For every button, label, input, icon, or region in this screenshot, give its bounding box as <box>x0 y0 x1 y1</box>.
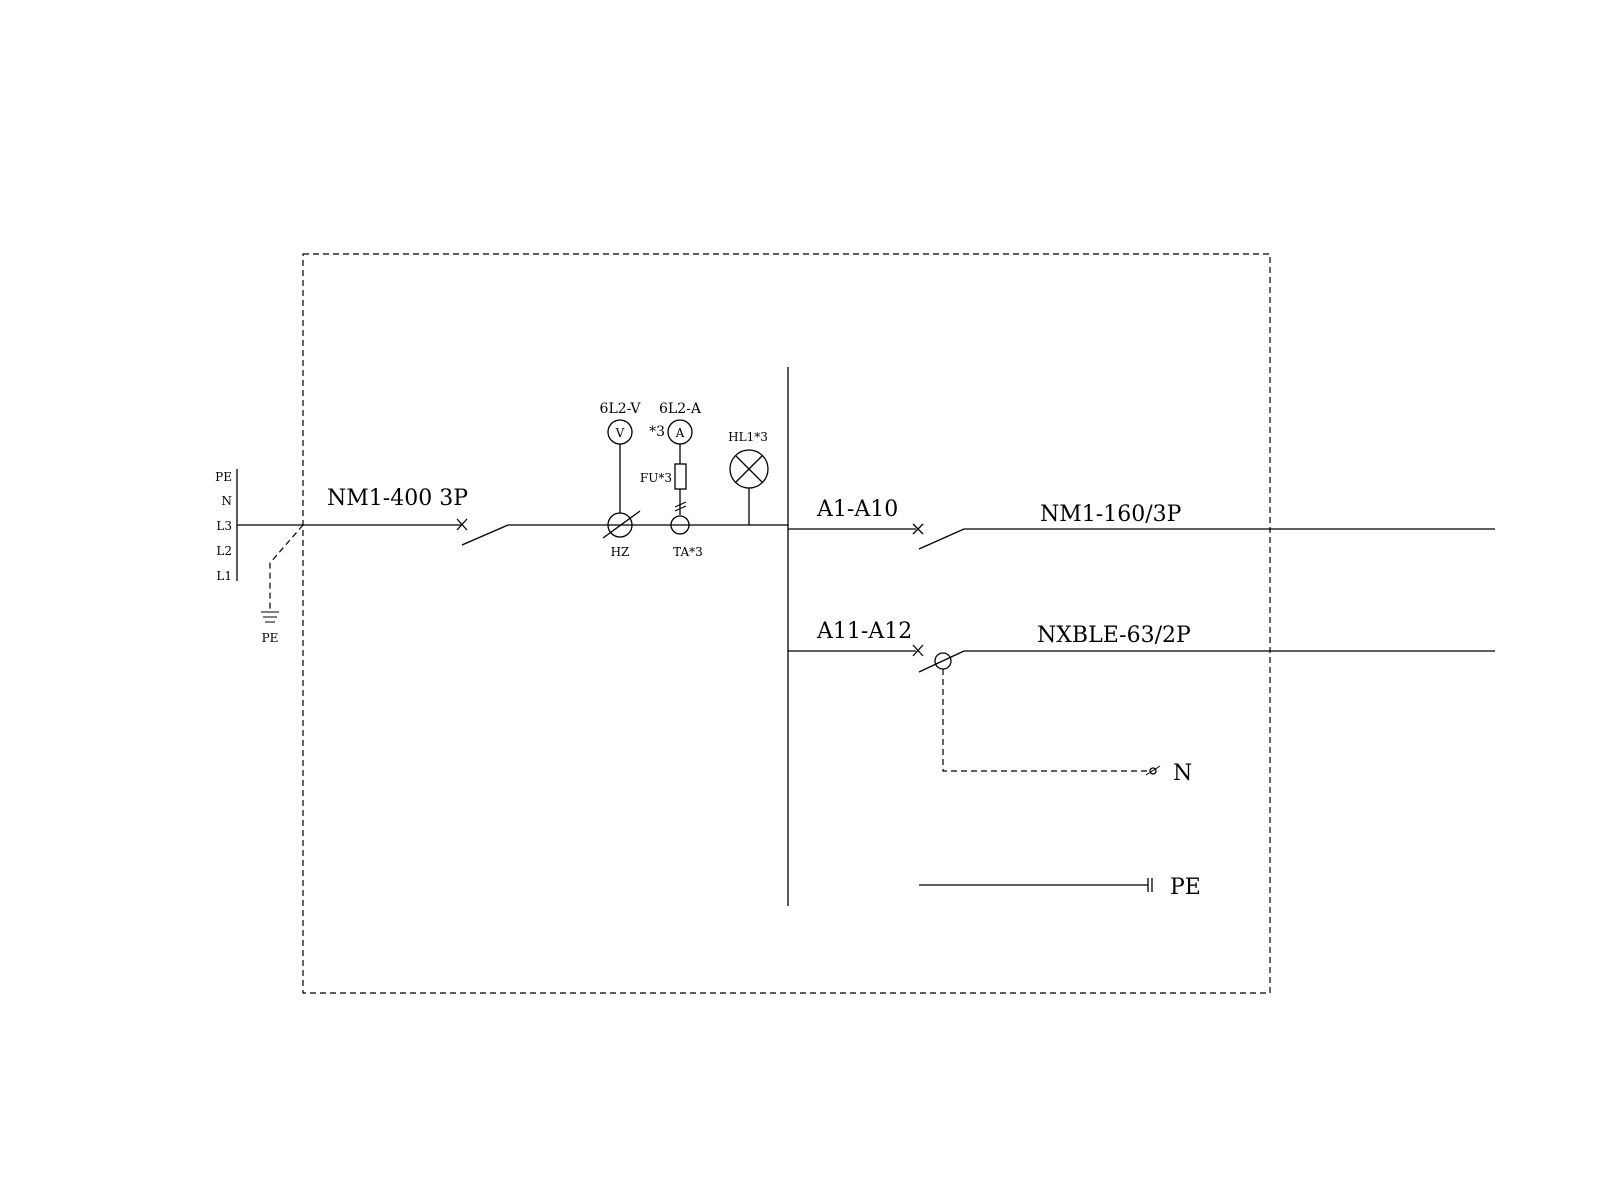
bus-label-l3: L3 <box>216 519 232 533</box>
fuse-icon <box>674 463 687 490</box>
bus-label-pe: PE <box>215 470 232 484</box>
bus-label-n: N <box>222 494 233 508</box>
current-transformer-icon <box>670 515 690 535</box>
terminal-icon <box>1149 767 1157 775</box>
bus-label-l2: L2 <box>216 544 232 558</box>
voltmeter-label: 6L2-V <box>600 401 642 417</box>
neutral-label: N <box>1173 761 1192 786</box>
ammeter-symbol: A <box>675 426 685 440</box>
neutral-connection: N <box>942 669 1192 786</box>
breaker-blade <box>918 650 965 673</box>
selector-switch-label: HZ <box>611 545 630 559</box>
circuit-2-breaker: NXBLE-63/2P <box>1037 623 1191 648</box>
circuit-1-label: A1-A10 <box>816 497 898 522</box>
breaker-blade <box>918 528 965 550</box>
pe-label: PE <box>1170 875 1201 900</box>
ammeter-count: *3 <box>649 424 665 440</box>
main-breaker-label: NM1-400 3P <box>327 486 468 511</box>
selector-switch-icon <box>607 512 633 538</box>
breaker-blade <box>461 524 509 546</box>
fuse-label: FU*3 <box>640 471 672 485</box>
bus-label-l1: L1 <box>216 569 232 583</box>
circuit-2-label: A11-A12 <box>816 619 912 644</box>
voltmeter-group: V 6L2-V HZ <box>600 401 642 559</box>
circuit-1-breaker: NM1-160/3P <box>1040 502 1182 527</box>
incoming-busbar: PE N L3 L2 L1 <box>215 469 238 583</box>
ground-label: PE <box>262 631 279 645</box>
lamp-label: HL1*3 <box>728 430 768 444</box>
enclosure-boundary <box>302 253 1271 994</box>
outgoing-circuit-2: A11-A12 NXBLE-63/2P <box>788 619 1495 673</box>
outgoing-circuit-1: A1-A10 NM1-160/3P <box>788 497 1495 550</box>
protective-earth-connection: PE <box>919 875 1201 900</box>
current-transformer-label: TA*3 <box>673 545 703 559</box>
ammeter-label: 6L2-A <box>659 401 702 417</box>
indicator-lamp-group: HL1*3 <box>728 430 769 525</box>
voltmeter-symbol: V <box>615 426 625 440</box>
ammeter-group: A 6L2-A *3 FU*3 TA*3 <box>640 401 703 559</box>
ground-connection: PE <box>261 524 304 645</box>
main-breaker: NM1-400 3P <box>327 486 509 546</box>
